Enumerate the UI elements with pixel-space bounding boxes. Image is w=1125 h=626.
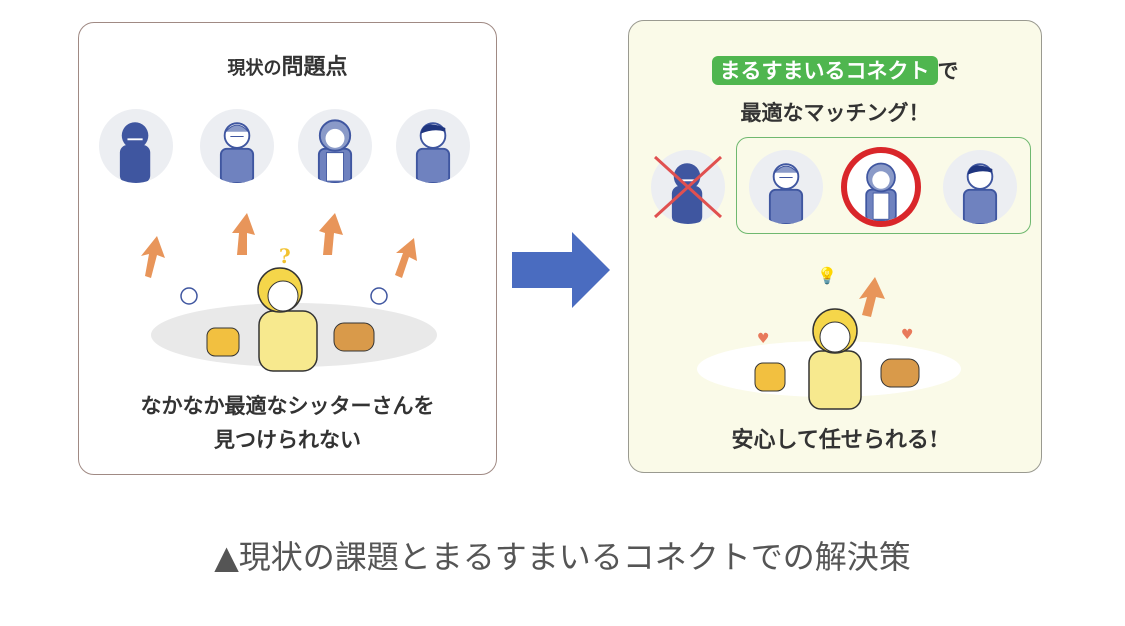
avatar-matched-woman xyxy=(841,147,921,227)
svg-text:♥: ♥ xyxy=(757,331,770,347)
person-icon xyxy=(415,122,451,183)
scene-illustration: 💡 ♥ ♥ xyxy=(697,266,961,410)
person-icon xyxy=(317,119,353,183)
title-suffix: で xyxy=(937,58,959,83)
person-icon xyxy=(768,163,804,224)
figure-caption: ▲現状の課題とまるすまいるコネクトでの解決策 xyxy=(214,538,911,576)
avatar-young-man xyxy=(943,150,1017,224)
title-prefix: 現状の xyxy=(227,58,282,79)
avatar-older-woman xyxy=(298,109,372,183)
avatar-suspicious-person xyxy=(99,109,173,183)
solution-message: 安心して任せられる! xyxy=(731,427,939,453)
avatar-young-man xyxy=(396,109,470,183)
orange-arrows-icon xyxy=(141,213,417,278)
question-mark: ? xyxy=(279,244,291,268)
message-line-2: 見つけられない xyxy=(214,427,361,452)
title-main: 問題点 xyxy=(281,54,348,80)
brand-tag: まるすまいるコネクト xyxy=(711,56,938,85)
scene-illustration: ? xyxy=(141,213,437,372)
person-icon xyxy=(865,162,897,221)
avatar-older-man xyxy=(749,150,823,224)
problem-message: なかなか最適なシッターさんを 見つけられない xyxy=(79,389,496,457)
message-line-1: なかなか最適なシッターさんを xyxy=(140,393,435,418)
person-icon xyxy=(962,163,998,224)
cross-mark-icon xyxy=(653,155,723,219)
person-icon xyxy=(119,122,151,183)
person-icon xyxy=(219,122,255,183)
avatar-older-man xyxy=(200,109,274,183)
panel-subtitle: 最適なマッチング！ xyxy=(740,100,930,125)
current-problem-panel: 現状の問題点 ? なかなか最適なシッターさんを 見つけられない xyxy=(78,22,497,475)
matching-candidates-box xyxy=(736,137,1031,234)
panel-title: 現状の問題点 xyxy=(79,49,496,81)
svg-text:💡: 💡 xyxy=(817,266,837,285)
panel-title: まるすまいるコネクトで xyxy=(629,55,1041,85)
solution-panel: まるすまいるコネクトで 最適なマッチング！ 💡 ♥ ♥ 安心して任せられる! xyxy=(628,20,1042,473)
svg-text:♥: ♥ xyxy=(901,327,914,343)
right-arrow-icon xyxy=(512,232,610,308)
